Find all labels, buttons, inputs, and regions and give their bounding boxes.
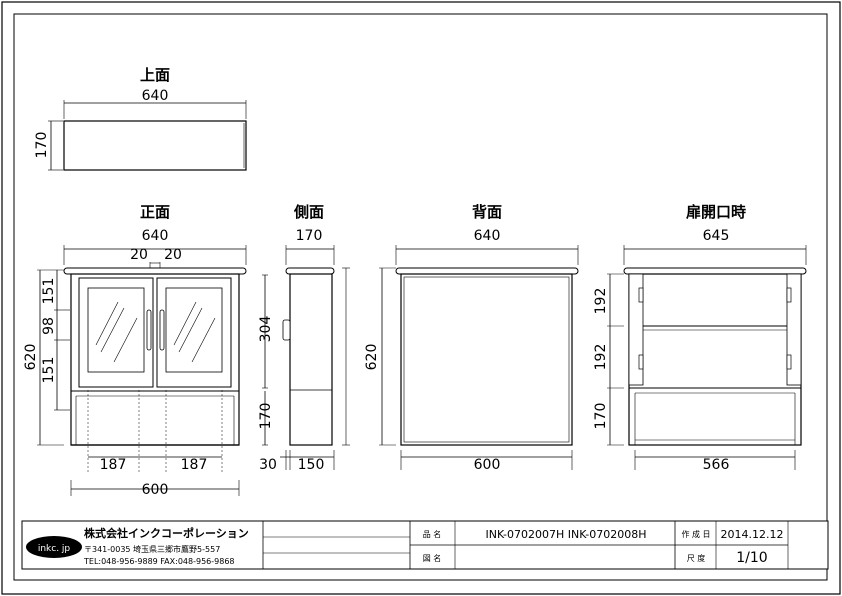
hinge-icon xyxy=(638,287,644,303)
product-value: INK-0702007H INK-0702008H xyxy=(485,528,646,541)
company-address: 〒341-0035 埼玉県三郷市鷹野5-557 xyxy=(84,544,220,554)
front-left-width-dim: 187 xyxy=(100,457,127,473)
top-depth-dim: 170 xyxy=(34,132,50,159)
open-low-height-dim: 170 xyxy=(593,403,609,430)
company-logo xyxy=(26,536,82,558)
front-width-dim: 640 xyxy=(142,228,169,244)
company-logo-text: inkc. jp xyxy=(38,544,71,554)
side-inner-depth-dim: 150 xyxy=(298,457,325,473)
front-gap-left-dim: 20 xyxy=(130,247,148,263)
side-view-title: 側面 xyxy=(293,203,324,221)
hinge-icon xyxy=(786,287,792,303)
open-width-dim: 645 xyxy=(703,228,730,244)
front-view: 正面 640 20 20 620 151 98 151 xyxy=(23,203,247,498)
hinge-icon xyxy=(786,354,792,370)
open-mid-height-dim: 192 xyxy=(593,344,609,371)
right-handle-icon xyxy=(159,309,165,351)
open-body xyxy=(628,273,802,446)
side-depth-dim: 170 xyxy=(296,228,323,244)
side-offset-dim: 30 xyxy=(259,457,277,473)
side-body xyxy=(289,273,333,446)
front-mid-height-dim: 98 xyxy=(41,317,57,335)
scale-label: 尺 度 xyxy=(687,553,706,563)
side-handle-icon xyxy=(282,319,291,341)
front-right-width-dim: 187 xyxy=(181,457,208,473)
left-handle-icon xyxy=(146,309,152,351)
open-view: 扉開口時 645 192 192 170 566 xyxy=(593,203,807,473)
side-lower-height-dim: 170 xyxy=(258,403,274,430)
company-contact: TEL:048-956-9889 FAX:048-956-9868 xyxy=(83,557,235,566)
hinge-icon xyxy=(638,354,644,370)
front-view-title: 正面 xyxy=(140,203,170,221)
back-height-dim: 620 xyxy=(364,344,380,371)
front-upper-height-dim: 151 xyxy=(41,278,57,305)
front-lower-height-dim: 151 xyxy=(41,357,57,384)
top-outline xyxy=(63,120,247,171)
drawing-label: 図 名 xyxy=(423,553,442,563)
back-body xyxy=(400,273,573,446)
top-view: 上面 640 170 xyxy=(34,66,247,171)
back-view: 背面 640 620 600 xyxy=(364,203,579,473)
open-inner-width-dim: 566 xyxy=(703,457,730,473)
open-top-height-dim: 192 xyxy=(593,288,609,315)
open-view-title: 扉開口時 xyxy=(685,203,746,221)
company-name: 株式会社インクコーポレーション xyxy=(84,526,249,540)
inner-border xyxy=(13,13,828,581)
scale-value: 1/10 xyxy=(736,550,767,566)
product-label: 品 名 xyxy=(423,529,442,539)
back-view-title: 背面 xyxy=(472,203,502,221)
date-label: 作 成 日 xyxy=(681,529,710,539)
front-inner-width-dim: 600 xyxy=(142,482,169,498)
front-gap-right-dim: 20 xyxy=(164,247,182,263)
title-block: inkc. jp 株式会社インクコーポレーション 〒341-0035 埼玉県三郷… xyxy=(21,520,829,570)
date-value: 2014.12.12 xyxy=(721,528,784,541)
side-upper-height-dim: 304 xyxy=(258,316,274,343)
back-width-dim: 640 xyxy=(474,228,501,244)
side-view: 側面 170 304 170 30 150 xyxy=(258,203,350,473)
back-inner-width-dim: 600 xyxy=(474,457,501,473)
front-total-height-dim: 620 xyxy=(23,344,39,371)
top-view-title: 上面 xyxy=(140,66,170,84)
top-width-dim: 640 xyxy=(142,88,169,104)
